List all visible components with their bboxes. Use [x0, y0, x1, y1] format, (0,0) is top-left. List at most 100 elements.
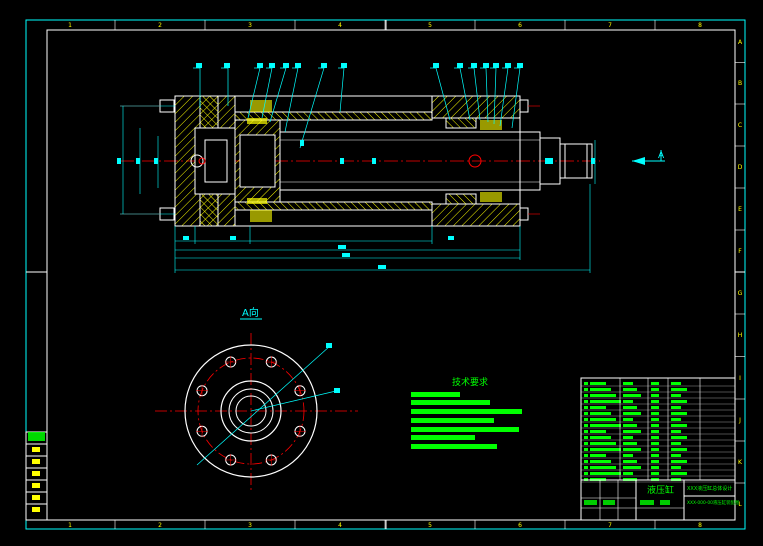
parts-list-title-block: 液压缸 XXX液压缸总体设计 XXX-000-00液压缸装配图 — [580, 377, 740, 521]
bom-cell — [651, 388, 659, 391]
bom-cell — [590, 460, 611, 463]
column-label: 2 — [158, 522, 162, 529]
row-label: I — [739, 375, 741, 382]
bom-cell — [671, 436, 687, 439]
bom-cell — [623, 448, 641, 451]
bom-cell — [590, 418, 616, 421]
bom-cell — [651, 436, 659, 439]
bom-cell — [590, 412, 611, 415]
bom-rows — [581, 382, 735, 483]
bom-cell — [584, 406, 588, 409]
column-label: 7 — [608, 22, 612, 29]
bom-cell — [671, 406, 681, 409]
bom-cell — [671, 382, 681, 385]
bom-cell — [590, 442, 616, 445]
bom-cell — [584, 472, 588, 475]
bom-cell — [584, 388, 588, 391]
bom-cell — [651, 442, 659, 445]
column-label: 1 — [68, 22, 72, 29]
bom-cell — [584, 466, 588, 469]
bom-cell — [651, 460, 659, 463]
bom-cell — [671, 472, 687, 475]
bom-cell — [623, 436, 633, 439]
bom-cell — [651, 448, 659, 451]
column-label: 3 — [248, 22, 252, 29]
row-label: B — [738, 80, 742, 87]
bom-cell — [623, 454, 633, 457]
bom-cell — [671, 448, 687, 451]
bom-cell — [651, 454, 659, 457]
row-label: G — [738, 290, 743, 297]
bom-cell — [651, 430, 659, 433]
tech-heading: 技术要求 — [452, 376, 488, 388]
bom-cell — [590, 382, 606, 385]
bom-cell — [590, 424, 621, 427]
column-label: 6 — [518, 522, 522, 529]
bom-cell — [671, 400, 687, 403]
bom-cell — [584, 430, 588, 433]
bom-cell — [590, 448, 621, 451]
bom-cell — [623, 466, 641, 469]
title-upper: XXX液压缸总体设计 — [687, 485, 732, 492]
column-label: 4 — [338, 22, 342, 29]
direction-label: A — [658, 151, 665, 161]
column-label: 3 — [248, 522, 252, 529]
bom-cell — [623, 430, 641, 433]
row-label: D — [738, 164, 743, 171]
flange-end-view: A向 — [155, 306, 358, 490]
bom-cell — [584, 424, 588, 427]
inner-border — [46, 29, 736, 521]
bom-cell — [651, 400, 659, 403]
bom-cell — [590, 466, 616, 469]
bom-cell — [590, 406, 606, 409]
bom-cell — [671, 466, 681, 469]
bom-cell — [584, 460, 588, 463]
bom-cell — [590, 394, 616, 397]
bom-cell — [671, 388, 687, 391]
row-label: C — [738, 122, 742, 129]
bom-cell — [584, 412, 588, 415]
bom-cell — [651, 394, 659, 397]
bom-cell — [584, 400, 588, 403]
bom-cell — [623, 394, 641, 397]
bom-cell — [651, 424, 659, 427]
column-label: 4 — [338, 522, 342, 529]
view-direction-arrow: A — [632, 150, 665, 165]
bom-cell — [651, 472, 659, 475]
drawing-frame — [25, 19, 746, 530]
bom-cell — [671, 394, 681, 397]
bom-cell — [623, 388, 637, 391]
bom-cell — [651, 418, 659, 421]
bom-cell — [584, 418, 588, 421]
cylinder-section-view: A — [117, 63, 665, 273]
column-label: 1 — [68, 522, 72, 529]
bom-cell — [623, 424, 637, 427]
row-label: E — [738, 206, 742, 213]
column-label: 7 — [608, 522, 612, 529]
bom-cell — [623, 412, 641, 415]
bom-cell — [584, 436, 588, 439]
bom-cell — [584, 454, 588, 457]
bom-cell — [590, 430, 606, 433]
bom-cell — [671, 424, 687, 427]
bom-cell — [651, 412, 659, 415]
row-label: F — [738, 248, 742, 255]
column-label: 8 — [698, 22, 702, 29]
bom-cell — [671, 454, 681, 457]
row-label: K — [738, 459, 743, 466]
bom-cell — [584, 394, 588, 397]
bom-cell — [590, 472, 621, 475]
bom-cell — [651, 406, 659, 409]
bom-cell — [584, 382, 588, 385]
title-lower: XXX-000-00液压缸装配图 — [687, 499, 740, 506]
bolt-hole-pattern — [196, 356, 306, 466]
row-label: A — [738, 39, 743, 46]
column-label: 5 — [428, 522, 432, 529]
bom-cell — [671, 412, 687, 415]
bom-cell — [623, 472, 633, 475]
left-margin-stamp — [25, 431, 48, 521]
bom-cell — [623, 406, 637, 409]
